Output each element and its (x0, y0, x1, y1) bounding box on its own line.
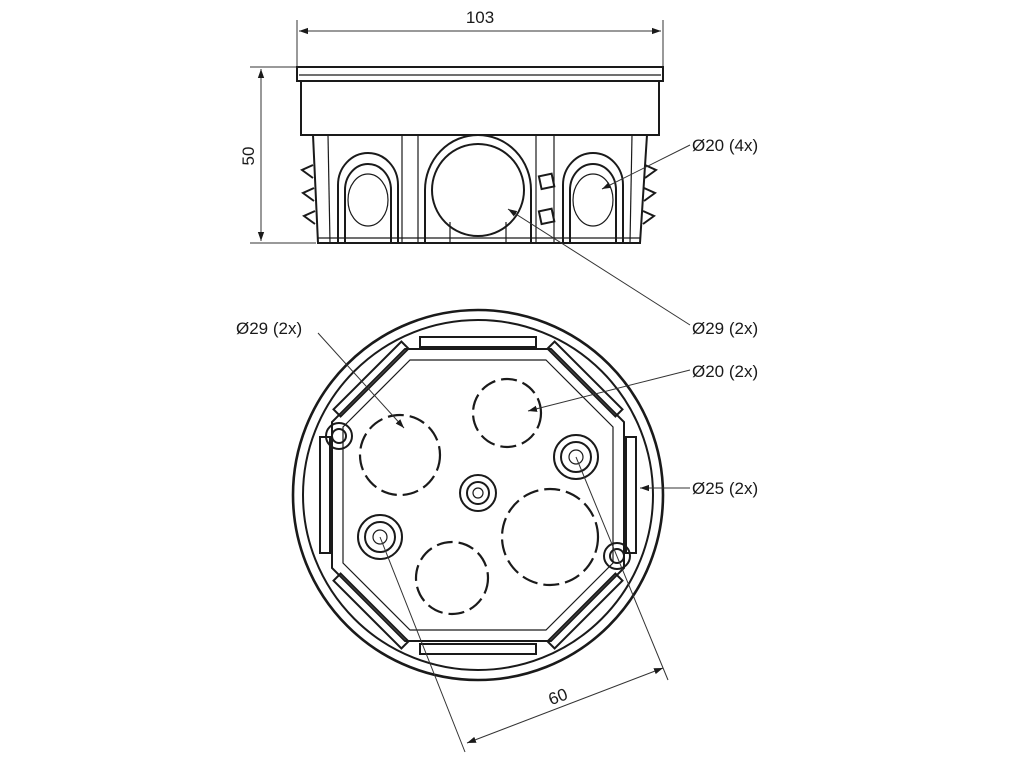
callout-side-small-label: Ø20 (4x) (692, 136, 758, 155)
dimension-height-label: 50 (239, 147, 258, 166)
bottom-view (291, 308, 665, 682)
callout-side-large-label: Ø29 (2x) (692, 319, 758, 338)
side-knockout-center (424, 134, 532, 243)
callout-bottom-20: Ø20 (2x) (527, 362, 758, 412)
callout-side-small: Ø20 (4x) (601, 136, 758, 190)
dimension-width-label: 103 (466, 8, 494, 27)
bottom-screw-boss-right (603, 542, 631, 570)
bottom-knockout-29-a (358, 413, 442, 497)
callout-bottom-29-label: Ø29 (2x) (236, 319, 302, 338)
bottom-view-outer-rim (291, 308, 665, 682)
side-view-body (300, 81, 660, 136)
callout-side-large: Ø29 (2x) (507, 208, 758, 338)
bottom-view-octagon (331, 348, 625, 642)
bottom-knockout-20-a (471, 377, 543, 449)
bottom-fixing-hole-a (553, 434, 599, 480)
callout-bottom-29: Ø29 (2x) (236, 319, 405, 429)
bottom-screw-boss-left (325, 422, 353, 450)
bottom-view-tabs (319, 336, 637, 655)
dimension-height: 50 (239, 66, 316, 244)
side-knockout-right (562, 152, 624, 243)
bottom-knockout-29-b (500, 487, 600, 587)
side-knockout-left (337, 152, 399, 243)
dimension-fixing-spacing-label: 60 (546, 685, 570, 710)
side-view-lower-wall (312, 134, 648, 244)
bottom-fixing-hole-b (357, 514, 403, 560)
callout-bottom-20-label: Ø20 (2x) (692, 362, 758, 381)
bottom-knockout-20-b (414, 540, 490, 616)
bottom-center-boss (459, 474, 497, 512)
dimension-width: 103 (296, 8, 664, 66)
side-view (296, 66, 664, 244)
callout-bottom-25: Ø25 (2x) (640, 479, 758, 498)
callout-bottom-25-label: Ø25 (2x) (692, 479, 758, 498)
side-view-lid (296, 66, 664, 82)
